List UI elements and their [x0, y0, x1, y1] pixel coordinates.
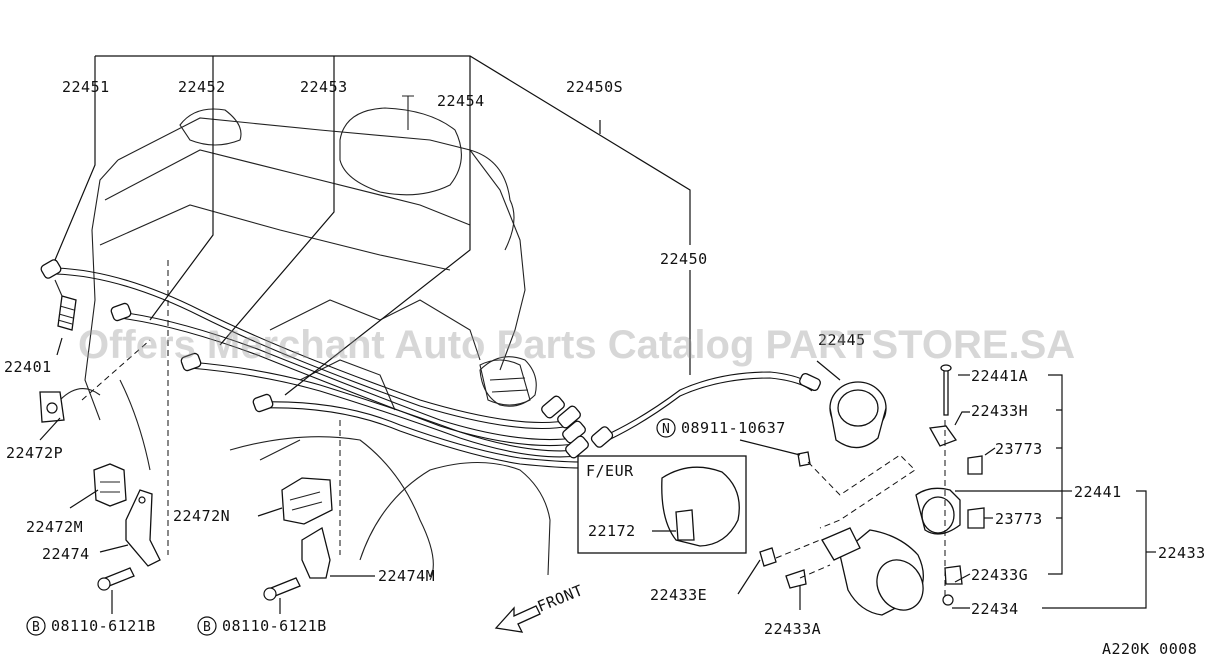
bolt-prefix-left: B — [32, 620, 40, 635]
label-22434: 22434 — [971, 600, 1019, 618]
nut-prefix: N — [662, 422, 670, 437]
bolts-left — [97, 567, 301, 601]
front-label: FRONT — [535, 581, 586, 616]
label-22474M: 22474M — [378, 567, 435, 585]
label-22172: 22172 — [588, 522, 636, 540]
inset-label: F/EUR — [586, 462, 634, 480]
clip-22472P — [39, 391, 65, 423]
bolt-number-left: 08110-6121B — [51, 617, 156, 635]
label-22472M: 22472M — [26, 518, 83, 536]
label-22450: 22450 — [660, 250, 708, 268]
bolt-prefix-right: B — [203, 620, 211, 635]
label-23773-top: 23773 — [995, 440, 1043, 458]
label-22433A: 22433A — [764, 620, 821, 638]
label-22451: 22451 — [62, 78, 110, 96]
label-22441: 22441 — [1074, 483, 1122, 501]
label-22433E: 22433E — [650, 586, 707, 604]
label-22472P: 22472P — [6, 444, 63, 462]
front-direction-arrow: FRONT — [494, 581, 586, 633]
label-22452: 22452 — [178, 78, 226, 96]
ignition-cables — [54, 267, 813, 469]
label-22401: 22401 — [4, 358, 52, 376]
nut-number: 08911-10637 — [681, 419, 786, 437]
label-22450S: 22450S — [566, 78, 623, 96]
dashed-lines — [81, 260, 946, 598]
cable-boots — [40, 259, 821, 459]
clip-22472N — [281, 477, 333, 525]
clip-22472M — [93, 463, 127, 507]
label-22453: 22453 — [300, 78, 348, 96]
bracket-22474 — [125, 489, 161, 567]
label-22445: 22445 — [818, 331, 866, 349]
bracket-22474M — [301, 526, 331, 579]
bolt-number-right: 08110-6121B — [222, 617, 327, 635]
fastener-labels: N 08911-10637 B 08110-6121B B 08110-6121… — [26, 418, 786, 636]
label-22474: 22474 — [42, 545, 90, 563]
label-22433: 22433 — [1158, 544, 1206, 562]
ignition-coil-assembly — [759, 364, 985, 616]
part-labels: 22451 22452 22453 22454 22450S 22450 224… — [4, 78, 1206, 638]
inset-f-eur: F/EUR 22172 — [577, 455, 747, 554]
callout-lines — [39, 55, 1156, 614]
label-22433H: 22433H — [971, 402, 1028, 420]
label-22472N: 22472N — [173, 507, 230, 525]
label-23773-bottom: 23773 — [995, 510, 1043, 528]
watermark: Offers Merchant Auto Parts Catalog PARTS… — [78, 323, 1075, 367]
distributor-illustration — [479, 356, 537, 407]
label-22433G: 22433G — [971, 566, 1028, 584]
diagram-code: A220K 0008 — [1102, 640, 1197, 658]
spark-plug — [54, 279, 77, 331]
label-22441A: 22441A — [971, 367, 1028, 385]
label-22454: 22454 — [437, 92, 485, 110]
